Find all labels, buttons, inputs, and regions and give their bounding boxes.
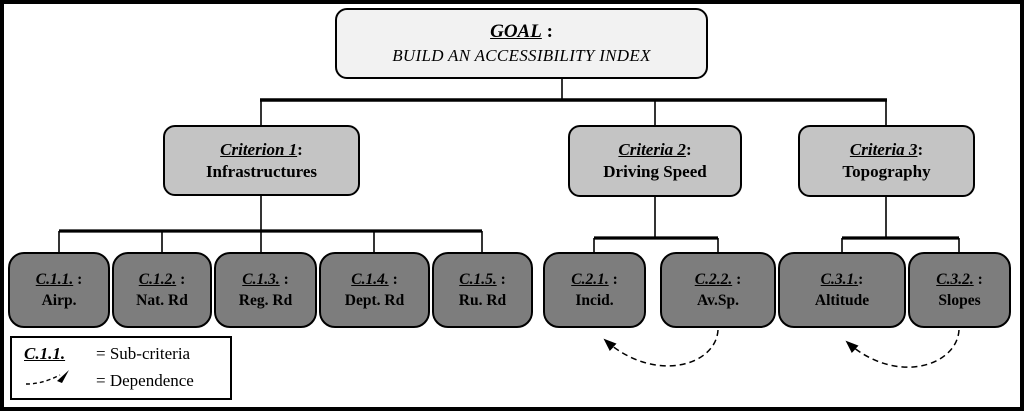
- subcriterion-c21-box: C.2.1. : Incid.: [543, 252, 646, 328]
- legend-subcriteria-label: = Sub-criteria: [96, 343, 191, 363]
- subcriterion-c32-code: C.3.2. :: [936, 270, 983, 288]
- subcriterion-c15-box: C.1.5. : Ru. Rd: [432, 252, 533, 328]
- subcriterion-c15-code: C.1.5. :: [459, 270, 506, 288]
- criteria-3-title: Criteria 3:: [849, 140, 924, 159]
- dependence-arrow-icon: [24, 369, 96, 392]
- dependence-arc-c22-to-c21: [603, 329, 719, 367]
- subcriterion-c12-box: C.1.2. : Nat. Rd: [112, 252, 212, 328]
- subcriterion-c12-code: C.1.2. :: [138, 270, 186, 288]
- criterion-1-name: Infrastructures: [205, 161, 318, 181]
- legend-dependence-label: = Dependence: [96, 370, 194, 390]
- goal-box: GOAL : BUILD AN ACCESSIBILITY INDEX: [335, 8, 708, 79]
- criterion-1-box: Criterion 1: Infrastructures: [163, 125, 360, 196]
- criteria-2-box: Criteria 2: Driving Speed: [568, 125, 742, 197]
- subcriterion-c13-name: Reg. Rd: [238, 291, 293, 309]
- subcriterion-c14-code: C.1.4. :: [351, 270, 398, 288]
- subcriterion-c14-box: C.1.4. : Dept. Rd: [319, 252, 430, 328]
- criteria-3-name: Topography: [842, 162, 931, 181]
- subcriterion-c12-name: Nat. Rd: [136, 291, 188, 309]
- subcriterion-c22-code: C.2.2. :: [694, 270, 742, 288]
- subcriterion-c21-code: C.2.1. :: [571, 270, 618, 288]
- criterion-1-title: Criterion 1:: [220, 139, 303, 159]
- subcriterion-c11-code: C.1.1. :: [35, 270, 83, 288]
- subcriterion-c14-name: Dept. Rd: [344, 291, 405, 309]
- subcriterion-c13-box: C.1.3. : Reg. Rd: [214, 252, 317, 328]
- subcriterion-c11-box: C.1.1. : Airp.: [8, 252, 110, 328]
- subcriterion-c11-name: Airp.: [41, 291, 77, 309]
- goal-title: GOAL :: [490, 21, 553, 42]
- legend-subcriteria-symbol: C.1.1.: [24, 343, 66, 363]
- legend-box: C.1.1. = Sub-criteria = Dependence: [10, 336, 232, 400]
- subcriterion-c32-box: C.3.2. : Slopes: [908, 252, 1011, 328]
- dependence-arc-c32-to-c31: [845, 329, 960, 368]
- goal-subtitle: BUILD AN ACCESSIBILITY INDEX: [392, 46, 651, 65]
- criteria-2-title: Criteria 2:: [618, 140, 692, 159]
- subcriterion-c22-name: Av.Sp.: [697, 291, 739, 309]
- subcriterion-c22-box: C.2.2. : Av.Sp.: [660, 252, 776, 328]
- subcriterion-c15-name: Ru. Rd: [458, 291, 507, 309]
- criteria-3-box: Criteria 3: Topography: [798, 125, 975, 197]
- subcriterion-c32-name: Slopes: [938, 291, 981, 309]
- subcriterion-c21-name: Incid.: [575, 291, 614, 309]
- subcriterion-c31-code: C.3.1.:: [820, 270, 864, 288]
- subcriterion-c13-code: C.1.3. :: [242, 270, 289, 288]
- criteria-2-name: Driving Speed: [603, 162, 707, 181]
- connector-lines: [58, 79, 960, 368]
- subcriterion-c31-box: C.3.1.: Altitude: [778, 252, 906, 328]
- subcriterion-c31-name: Altitude: [814, 291, 870, 309]
